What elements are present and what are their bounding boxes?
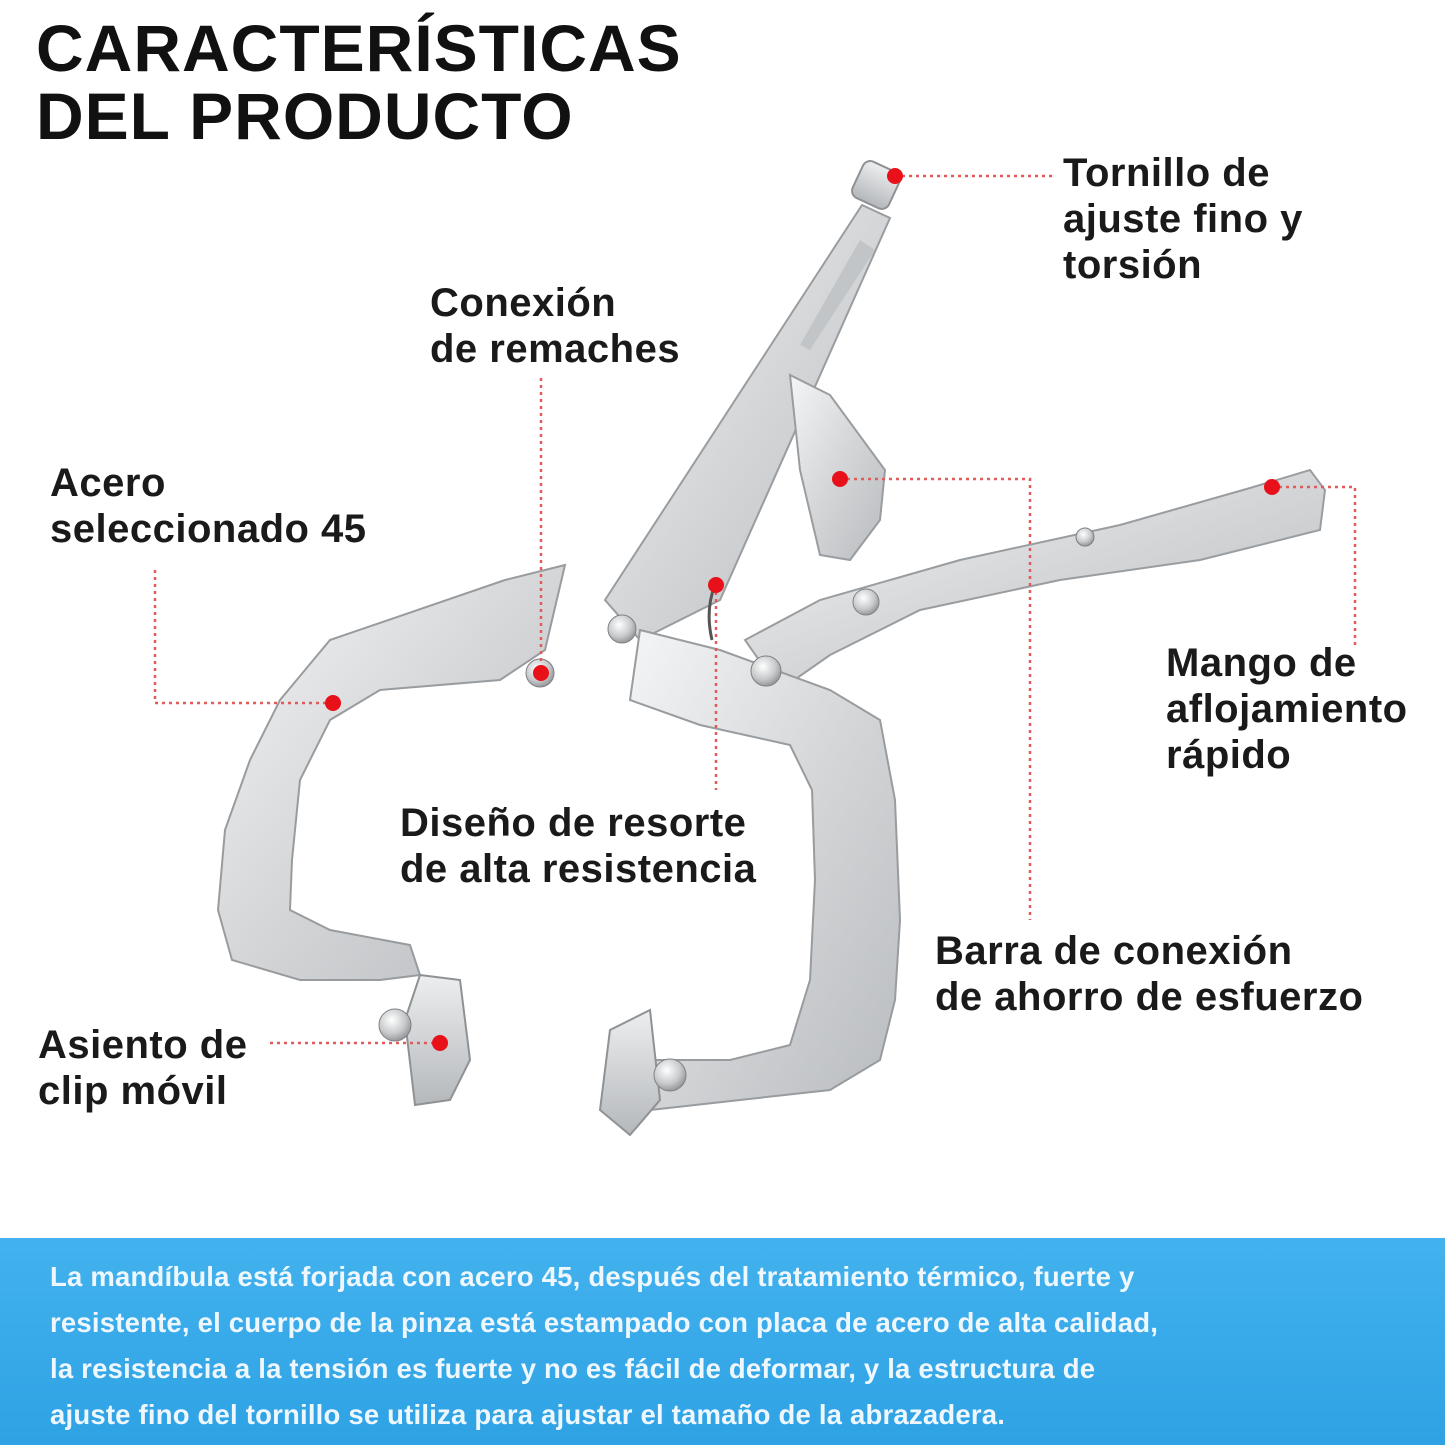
callout-line: seleccionado 45	[50, 507, 367, 551]
callout-acero: Acero seleccionado 45	[50, 460, 367, 552]
description-line: ajuste fino del tornillo se utiliza para…	[50, 1399, 1006, 1430]
description-banner: La mandíbula está forjada con acero 45, …	[0, 1238, 1445, 1445]
callout-line: Asiento de	[38, 1023, 248, 1067]
c-clamp-pliers-icon	[153, 160, 1357, 1137]
title-line-2: DEL PRODUCTO	[36, 79, 574, 153]
callout-line: aflojamiento	[1166, 687, 1408, 731]
callout-resorte: Diseño de resorte de alta resistencia	[400, 800, 756, 892]
callout-mango: Mango de aflojamiento rápido	[1166, 640, 1408, 778]
description-text: La mandíbula está forjada con acero 45, …	[50, 1254, 1425, 1438]
callout-line: Tornillo de	[1063, 151, 1270, 195]
callout-line: clip móvil	[38, 1069, 228, 1113]
callout-conexion: Conexión de remaches	[430, 280, 680, 372]
description-line: La mandíbula está forjada con acero 45, …	[50, 1261, 1135, 1292]
rivets	[378, 527, 1095, 1092]
swivel-pad-right	[598, 1008, 662, 1137]
callout-tornillo: Tornillo de ajuste fino y torsión	[1063, 150, 1303, 288]
callout-markers	[325, 168, 1280, 1051]
description-line: resistente, el cuerpo de la pinza está e…	[50, 1307, 1159, 1338]
callout-line: Conexión	[430, 281, 617, 325]
right-c-jaw	[598, 628, 902, 1137]
callout-line: ajuste fino y	[1063, 197, 1303, 241]
release-lever	[788, 373, 887, 562]
callout-line: de ahorro de esfuerzo	[935, 975, 1364, 1019]
upper-handle	[603, 160, 901, 642]
callout-line: Barra de conexión	[935, 929, 1293, 973]
callout-line: Acero	[50, 461, 166, 505]
callout-line: rápido	[1166, 733, 1292, 777]
callout-asiento: Asiento de clip móvil	[38, 1022, 247, 1114]
leader-lines	[153, 174, 1357, 1045]
callout-line: de remaches	[430, 327, 681, 371]
callout-line: de alta resistencia	[400, 847, 757, 891]
callout-line: Diseño de resorte	[400, 801, 747, 845]
description-line: la resistencia a la tensión es fuerte y …	[50, 1353, 1096, 1384]
title-line-1: CARACTERÍSTICAS	[36, 11, 682, 85]
lower-handle	[743, 468, 1327, 692]
adjustment-screw	[851, 160, 901, 210]
page-title: CARACTERÍSTICAS DEL PRODUCTO	[36, 14, 682, 150]
callout-barra: Barra de conexión de ahorro de esfuerzo	[935, 928, 1363, 1020]
callout-line: torsión	[1063, 243, 1203, 287]
callout-line: Mango de	[1166, 641, 1357, 685]
